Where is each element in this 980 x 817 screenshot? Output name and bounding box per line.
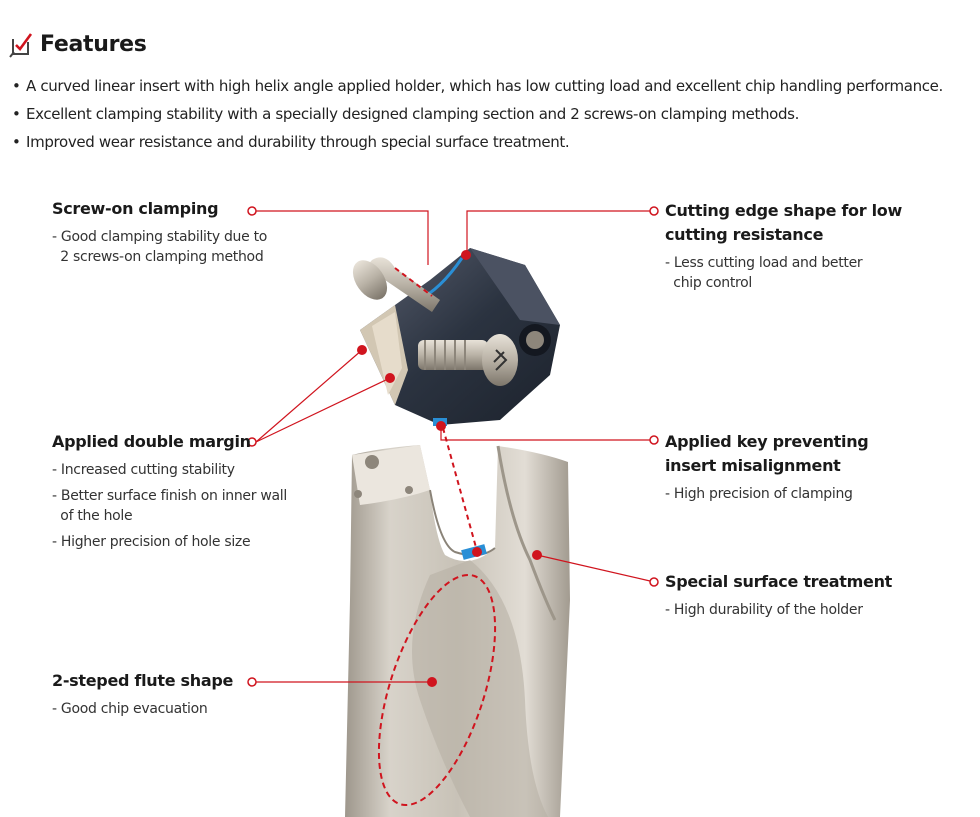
leader-lines — [255, 210, 651, 683]
callout-flute-shape: 2-steped flute shape - Good chip evacuat… — [52, 669, 233, 719]
callout-desc: - Increased cutting stability - Better s… — [52, 462, 287, 550]
feature-item: A curved linear insert with high helix a… — [12, 74, 943, 102]
callout-desc: - Good chip evacuation — [52, 701, 208, 717]
callout-screw-on-clamping: Screw-on clamping - Good clamping stabil… — [52, 197, 267, 267]
callout-title: Applied double margin — [52, 432, 251, 451]
callout-desc: - Less cutting load and better chip cont… — [665, 255, 863, 291]
callout-cutting-edge: Cutting edge shape for low cutting resis… — [665, 199, 902, 293]
callout-double-margin: Applied double margin - Increased cuttin… — [52, 430, 287, 552]
callout-title: 2-steped flute shape — [52, 671, 234, 690]
flute-highlight — [377, 573, 497, 807]
callout-surface-treatment: Special surface treatment - High durabil… — [665, 570, 892, 620]
callout-key-preventing: Applied key preventing insert misalignme… — [665, 430, 869, 504]
page-title: Features — [40, 31, 147, 57]
callout-desc: - High precision of clamping — [665, 486, 853, 502]
callout-title: Cutting edge shape for low cutting resis… — [665, 201, 902, 244]
screw-lower — [418, 334, 518, 386]
callout-title: Applied key preventing insert misalignme… — [665, 432, 869, 475]
callout-title: Screw-on clamping — [52, 199, 219, 218]
checkbox-pen-icon — [9, 33, 33, 58]
feature-item: Excellent clamping stability with a spec… — [12, 102, 943, 130]
features-header: Features — [8, 30, 147, 58]
insert — [352, 248, 560, 426]
markers — [247, 206, 659, 687]
callout-title: Special surface treatment — [665, 572, 893, 591]
holder-body — [345, 445, 570, 817]
screw-upper — [352, 257, 440, 312]
callout-desc: - High durability of the holder — [665, 602, 863, 618]
feature-item: Improved wear resistance and durability … — [12, 130, 943, 158]
callout-desc: - Good clamping stability due to 2 screw… — [52, 229, 268, 265]
feature-list: A curved linear insert with high helix a… — [12, 74, 943, 158]
